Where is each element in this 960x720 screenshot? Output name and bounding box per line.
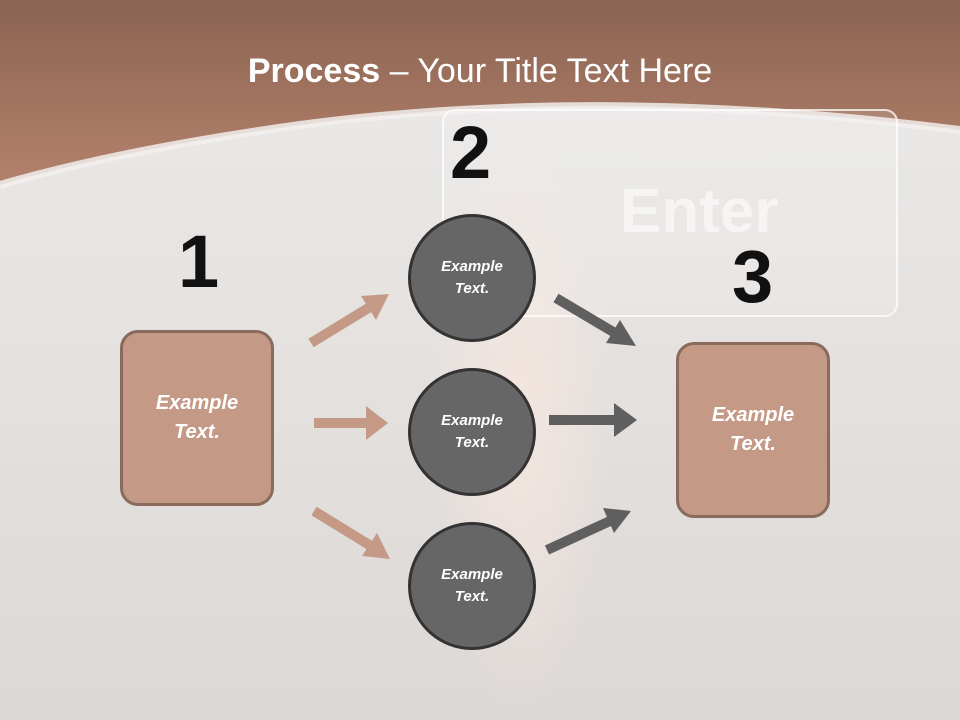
left-box-text: Example Text.: [155, 392, 239, 443]
circle-bottom-text: Example Text.: [441, 565, 503, 606]
step-number-2: 2: [450, 111, 492, 194]
arrow-left-to-top: [308, 294, 389, 348]
header-band: [0, 0, 960, 185]
arrow-left-to-middle: [314, 406, 388, 440]
slide-title: Process – Your Title Text Here: [0, 52, 960, 91]
left-box: Example Text.: [120, 330, 274, 506]
circle-top: Example Text.: [408, 214, 536, 342]
circle-bottom: Example Text.: [408, 522, 536, 650]
arrow-bottom-to-right: [544, 508, 631, 555]
title-rest: – Your Title Text Here: [380, 52, 713, 90]
step-number-3: 3: [732, 235, 774, 318]
right-box: Example Text.: [676, 342, 830, 518]
enter-key-label: Enter: [620, 177, 779, 246]
enter-key-outline: [442, 109, 898, 317]
header-swoosh: [0, 102, 960, 189]
right-box-text: Example Text.: [711, 404, 795, 455]
arrow-top-to-right: [553, 293, 636, 346]
arrow-left-to-bottom: [311, 506, 390, 559]
title-bold: Process: [247, 52, 381, 90]
arrow-middle-to-right: [549, 403, 637, 437]
circle-top-text: Example Text.: [441, 257, 503, 298]
step-number-1: 1: [178, 220, 220, 303]
circle-middle-text: Example Text.: [441, 411, 503, 452]
circle-middle: Example Text.: [408, 368, 536, 496]
